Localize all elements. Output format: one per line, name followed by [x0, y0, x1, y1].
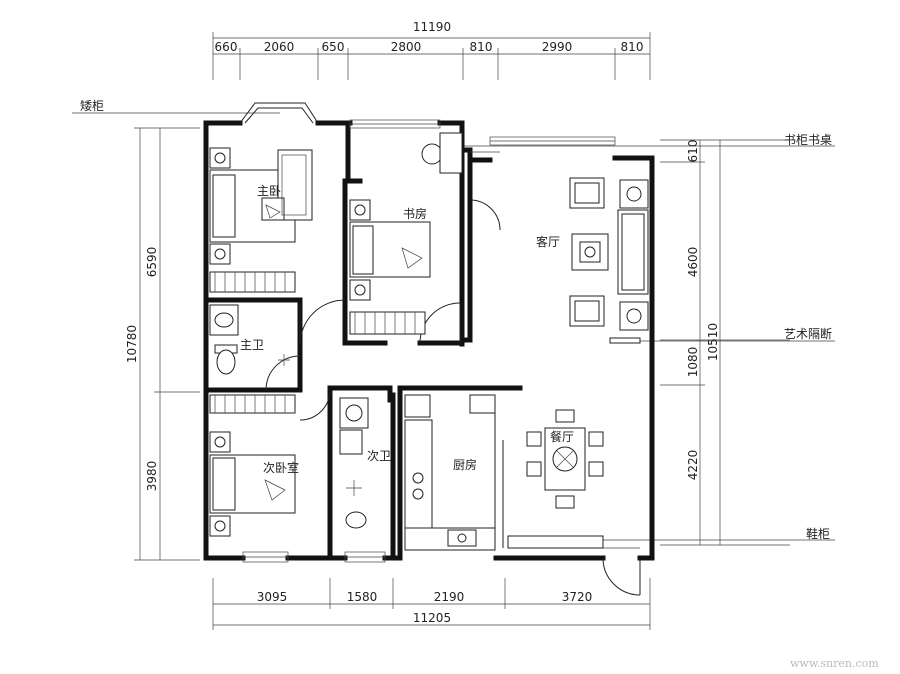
dim-top-seg: 2060: [264, 40, 295, 54]
dim-right-seg: 4220: [686, 450, 700, 481]
bottom-dimensions: 3095 1580 2190 3720 11205: [212, 578, 651, 630]
dim-left-total: 10780: [125, 325, 139, 363]
watermark: www.snren.com: [790, 657, 879, 670]
dim-bottom-seg: 1580: [347, 590, 378, 604]
callout-bookcase-desk: 书柜书桌: [784, 133, 832, 147]
room-label-master-bedroom: 主卧: [257, 184, 281, 198]
right-dimensions: 610 4600 1080 4220 10510: [660, 140, 790, 546]
room-label-dining-room: 餐厅: [550, 429, 574, 444]
dim-bottom-seg: 3720: [562, 590, 593, 604]
dim-left-seg: 6590: [145, 247, 159, 278]
walls: [203, 120, 655, 561]
left-dimensions: 10780 6590 3980: [125, 127, 200, 561]
dim-top-seg: 810: [470, 40, 493, 54]
dim-bottom-total: 11205: [413, 611, 451, 625]
callouts: 矮柜 书柜书桌 艺术隔断 鞋柜: [72, 99, 835, 541]
furniture: [209, 132, 649, 551]
room-label-second-bedroom: 次卧室: [263, 460, 299, 475]
windows: [239, 102, 640, 563]
dim-top-seg: 2800: [391, 40, 422, 54]
dim-top-seg: 660: [215, 40, 238, 54]
dim-right-seg: 1080: [686, 347, 700, 378]
dim-right-seg: 4600: [686, 247, 700, 278]
dim-bottom-seg: 3095: [257, 590, 288, 604]
top-dimensions: 11190 660 2060 650 2800 810 2990 810: [212, 20, 651, 80]
dim-top-seg: 2990: [542, 40, 573, 54]
dim-top-seg: 810: [621, 40, 644, 54]
room-label-master-bath: 主卫: [240, 338, 264, 352]
dim-right-total: 10510: [706, 323, 720, 361]
dim-right-seg: 610: [686, 140, 700, 163]
dim-left-seg: 3980: [145, 461, 159, 492]
room-label-study: 书房: [403, 206, 427, 221]
dim-top-total: 11190: [413, 20, 451, 34]
doors: [265, 199, 641, 596]
dim-bottom-seg: 2190: [434, 590, 465, 604]
callout-partition: 艺术隔断: [784, 326, 832, 341]
room-labels: 主卧 主卫 次卧室 次卫 书房 客厅 餐厅 厨房: [240, 184, 574, 475]
room-label-second-bath: 次卫: [367, 449, 391, 463]
callout-shoe-cabinet: 鞋柜: [806, 526, 830, 541]
dim-top-seg: 650: [322, 40, 345, 54]
callout-low-cabinet: 矮柜: [80, 99, 104, 113]
room-label-living-room: 客厅: [536, 234, 560, 249]
room-label-kitchen: 厨房: [453, 457, 477, 472]
